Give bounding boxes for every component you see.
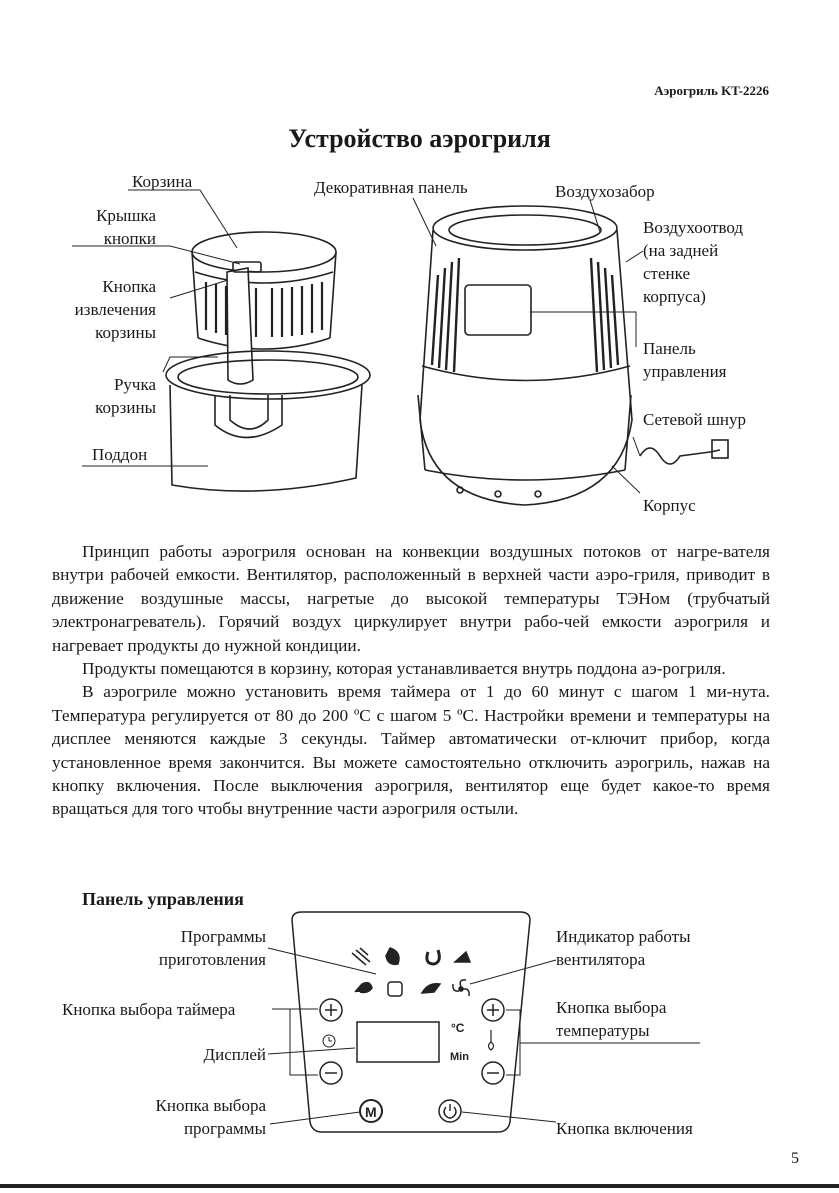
celsius-label: °C — [451, 1021, 465, 1035]
document-header: Аэрогриль KT-2226 — [654, 83, 769, 98]
device-illustration — [72, 189, 729, 506]
label-air-intake: Воздухозабор — [555, 182, 655, 201]
label-tray: Поддон — [92, 445, 148, 464]
body-text: Принцип работы аэрогриля основан на конв… — [52, 540, 770, 821]
mode-label: M — [365, 1104, 377, 1120]
power-button — [438, 1099, 462, 1123]
temp-plus-button — [481, 998, 505, 1022]
chicken-icon — [385, 947, 400, 966]
label-decor-panel: Декоративная панель — [314, 178, 468, 197]
label-timer-button: Кнопка выбора таймера — [62, 1000, 236, 1019]
page-number: 5 — [791, 1150, 799, 1167]
clock-icon — [322, 1034, 336, 1048]
label-basket: Корзина — [132, 172, 193, 191]
label-power-button: Кнопка включения — [556, 1119, 693, 1138]
label-display: Дисплей — [203, 1045, 266, 1064]
timer-plus-button — [319, 998, 343, 1022]
temp-minus-button — [481, 1061, 505, 1085]
paragraph: Продукты помещаются в корзину, которая у… — [82, 659, 726, 679]
drumstick-icon — [354, 981, 373, 994]
shrimp-icon — [425, 949, 441, 966]
paragraph: Принцип работы аэрогриля основан на конв… — [52, 542, 770, 655]
page-title: Устройство аэрогриля — [288, 124, 551, 153]
footer-rule — [0, 1184, 839, 1188]
fan-icon — [452, 979, 470, 997]
timer-minus-button — [319, 1061, 343, 1085]
cake-icon — [453, 950, 472, 963]
fish-icon — [351, 947, 371, 966]
program-button — [359, 1099, 383, 1123]
pizza-icon — [387, 981, 403, 997]
min-label: Min — [450, 1051, 469, 1063]
control-panel-diagram: °C Min M — [267, 911, 700, 1133]
steak-icon — [420, 982, 442, 994]
label-body: Корпус — [643, 496, 696, 515]
section-heading: Панель управления — [82, 889, 244, 909]
label-power-cord: Сетевой шнур — [643, 410, 747, 429]
thermometer-icon — [487, 1030, 495, 1051]
paragraph: В аэрогриле можно установить время тайме… — [52, 682, 770, 819]
display-screen — [356, 1021, 440, 1063]
